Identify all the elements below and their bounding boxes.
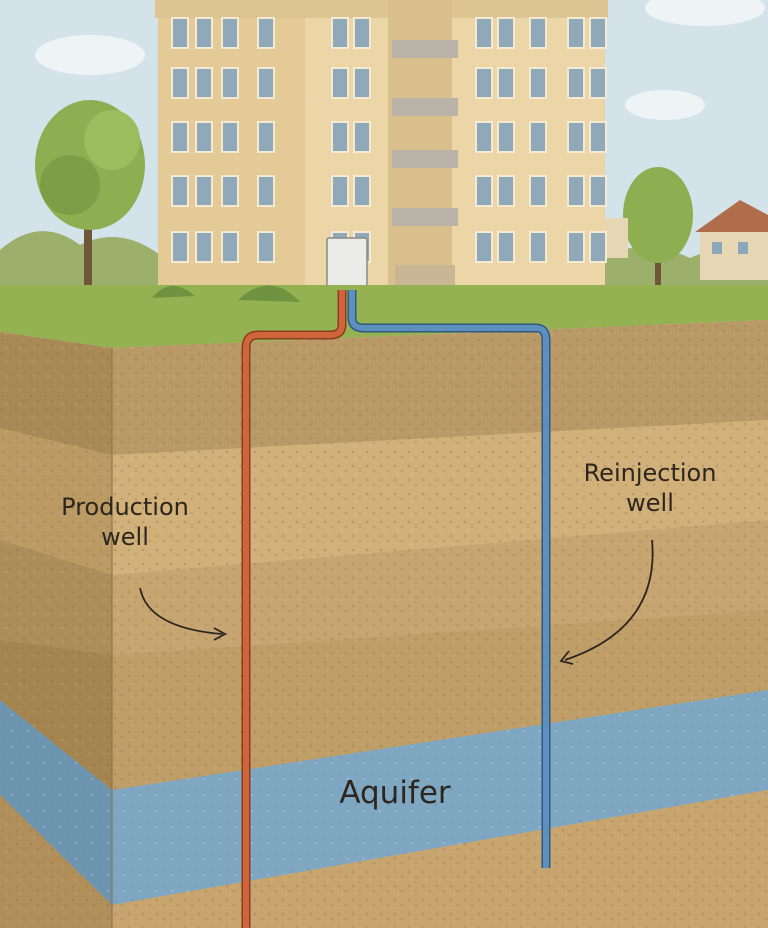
building-window bbox=[195, 17, 213, 49]
cloud bbox=[625, 90, 705, 120]
building-window bbox=[567, 17, 585, 49]
building-windows bbox=[171, 17, 607, 263]
reinjection-well-arrow bbox=[559, 539, 654, 665]
aquifer-label: Aquifer bbox=[339, 775, 451, 811]
building-balcony bbox=[392, 208, 458, 226]
building-window bbox=[567, 121, 585, 153]
building-window bbox=[257, 17, 275, 49]
building-window bbox=[567, 67, 585, 99]
building-window bbox=[331, 17, 349, 49]
grass-shrubs bbox=[152, 285, 300, 302]
building-window bbox=[171, 67, 189, 99]
building-window bbox=[331, 67, 349, 99]
production-well-pipe-fill bbox=[243, 290, 345, 928]
building-balconies bbox=[392, 40, 458, 226]
building-window bbox=[529, 175, 547, 207]
building-window bbox=[221, 67, 239, 99]
building-window bbox=[589, 121, 607, 153]
building-window bbox=[257, 121, 275, 153]
tree-right bbox=[623, 167, 693, 285]
building-window bbox=[589, 67, 607, 99]
building-window bbox=[589, 17, 607, 49]
building-window bbox=[221, 231, 239, 263]
building-window bbox=[529, 121, 547, 153]
building-window bbox=[497, 231, 515, 263]
building-window bbox=[475, 175, 493, 207]
grass-surface bbox=[0, 285, 768, 348]
building-window bbox=[475, 17, 493, 49]
building-window bbox=[171, 121, 189, 153]
building-window bbox=[257, 175, 275, 207]
building-window bbox=[221, 175, 239, 207]
building-window bbox=[497, 121, 515, 153]
building-window bbox=[331, 121, 349, 153]
apartment-building bbox=[155, 0, 608, 295]
production-well-arrow bbox=[139, 587, 227, 641]
building-window bbox=[567, 175, 585, 207]
building-window bbox=[497, 175, 515, 207]
reinjection-well-label: Reinjection well bbox=[583, 459, 717, 517]
building-window bbox=[221, 17, 239, 49]
tree-left bbox=[35, 100, 145, 290]
heat-exchanger-box bbox=[326, 237, 368, 291]
building-balcony bbox=[392, 98, 458, 116]
building-window bbox=[353, 121, 371, 153]
building-window bbox=[171, 231, 189, 263]
building-window bbox=[475, 67, 493, 99]
building-window bbox=[567, 231, 585, 263]
building-window bbox=[589, 231, 607, 263]
cloud bbox=[645, 0, 765, 26]
building-balcony bbox=[392, 40, 458, 58]
building-window bbox=[353, 67, 371, 99]
building-window bbox=[529, 17, 547, 49]
building-window bbox=[497, 67, 515, 99]
building-window bbox=[257, 67, 275, 99]
building-window bbox=[475, 121, 493, 153]
building-window bbox=[529, 231, 547, 263]
building-window bbox=[331, 175, 349, 207]
building-window bbox=[171, 17, 189, 49]
distant-bushes bbox=[0, 231, 160, 285]
building-window bbox=[171, 175, 189, 207]
house-right bbox=[604, 200, 768, 280]
building-window bbox=[221, 121, 239, 153]
building-balcony bbox=[392, 150, 458, 168]
building-window bbox=[195, 121, 213, 153]
cloud bbox=[35, 35, 145, 75]
building-window bbox=[497, 17, 515, 49]
reinjection-well-pipe-fill bbox=[349, 290, 549, 868]
building-window bbox=[475, 231, 493, 263]
building-window bbox=[353, 17, 371, 49]
building-window bbox=[529, 67, 547, 99]
building-window bbox=[353, 175, 371, 207]
building-window bbox=[257, 231, 275, 263]
building-window bbox=[589, 175, 607, 207]
building-window bbox=[195, 67, 213, 99]
building-window bbox=[195, 175, 213, 207]
building-window bbox=[195, 231, 213, 263]
production-well-label: Production well bbox=[61, 493, 189, 551]
